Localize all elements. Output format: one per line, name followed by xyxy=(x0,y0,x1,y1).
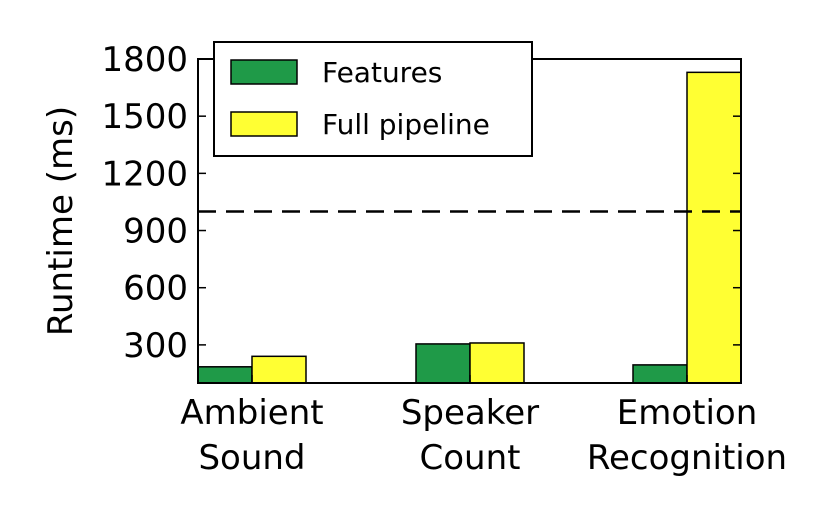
y-tick-label: 600 xyxy=(123,269,188,309)
x-category-label-line: Count xyxy=(420,438,521,478)
x-category-label-line: Recognition xyxy=(587,438,787,478)
x-category-label-line: Ambient xyxy=(180,393,323,433)
bar-full-pipeline-0 xyxy=(251,355,307,384)
y-tick-label: 1200 xyxy=(101,154,188,194)
y-tick-label: 900 xyxy=(123,212,188,252)
legend-label-features: Features xyxy=(322,56,442,89)
bar-full-pipeline-2 xyxy=(686,71,742,384)
x-category-label-line: Speaker xyxy=(401,393,539,433)
bar-full-pipeline-1 xyxy=(469,342,525,384)
bars-layer xyxy=(197,71,742,384)
legend-swatch-full-pipeline xyxy=(230,111,298,137)
legend-label-full-pipeline: Full pipeline xyxy=(322,108,490,141)
bar-features-0 xyxy=(197,366,253,384)
bar-features-2 xyxy=(632,364,688,384)
y-axis-ticks: 300 600 900 1200 1500 1800 xyxy=(101,40,741,366)
y-tick-label: 300 xyxy=(123,326,188,366)
y-tick-label: 1500 xyxy=(101,97,188,137)
legend-swatch-features xyxy=(230,59,298,85)
bar-features-1 xyxy=(415,343,471,384)
x-category-label-line: Sound xyxy=(198,438,305,478)
y-axis-title: Runtime (ms) xyxy=(41,106,81,336)
y-tick-label: 1800 xyxy=(101,40,188,80)
x-category-label-line: Emotion xyxy=(617,393,758,433)
